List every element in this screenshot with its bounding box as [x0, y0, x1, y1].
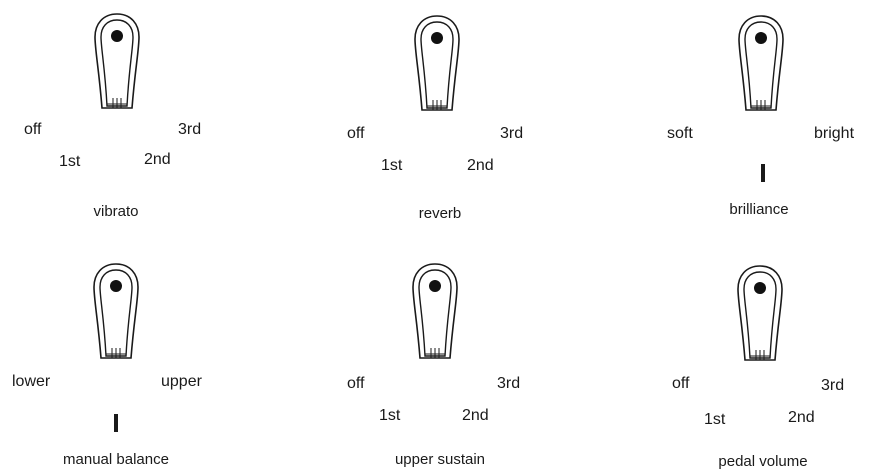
vibrato-control: off 3rd 1st 2nd vibrato [24, 12, 201, 219]
position-3rd-label: 3rd [497, 375, 521, 392]
reverb-knob[interactable] [413, 14, 461, 112]
pedal-volume-knob[interactable] [736, 264, 784, 362]
control-name-label: manual balance [63, 451, 169, 468]
position-off-label: off [347, 125, 365, 142]
position-left-label: lower [12, 373, 51, 390]
position-1st-label: 1st [704, 411, 726, 428]
position-right-label: bright [814, 125, 855, 142]
control-name-label: pedal volume [718, 453, 808, 470]
rocker-tab-icon [738, 15, 784, 111]
position-2nd-label: 2nd [788, 409, 815, 426]
position-left-label: soft [667, 125, 693, 142]
control-name-label: brilliance [729, 201, 789, 218]
control-name-label: vibrato [93, 203, 139, 220]
pedal-volume-control: off 3rd 1st 2nd pedal volume [672, 264, 844, 469]
manual-balance-control: lower upper manual balance [12, 262, 202, 467]
upper-sustain-control: off 3rd 1st 2nd upper sustain [347, 262, 520, 467]
rocker-tab-icon [94, 13, 140, 109]
vibrato-knob[interactable] [93, 12, 141, 110]
upper-sustain-knob[interactable] [411, 262, 459, 360]
position-3rd-label: 3rd [500, 125, 524, 142]
position-2nd-label: 2nd [462, 407, 489, 424]
position-off-label: off [347, 375, 365, 392]
position-1st-label: 1st [379, 407, 401, 424]
brilliance-knob[interactable] [737, 14, 785, 112]
position-3rd-label: 3rd [178, 121, 202, 138]
position-2nd-label: 2nd [144, 151, 171, 168]
position-right-label: upper [161, 373, 202, 390]
center-detent-mark [114, 414, 118, 432]
control-name-label: reverb [418, 205, 462, 222]
center-detent-mark [761, 164, 765, 182]
rocker-tab-icon [412, 263, 458, 359]
position-2nd-label: 2nd [467, 157, 494, 174]
rocker-tab-icon [414, 15, 460, 111]
brilliance-control: soft bright brilliance [667, 14, 854, 217]
position-1st-label: 1st [381, 157, 403, 174]
rocker-tab-icon [93, 263, 139, 359]
position-3rd-label: 3rd [821, 377, 845, 394]
control-name-label: upper sustain [394, 451, 486, 468]
manual-balance-knob[interactable] [92, 262, 140, 360]
position-1st-label: 1st [59, 153, 81, 170]
reverb-control: off 3rd 1st 2nd reverb [347, 14, 523, 221]
position-off-label: off [672, 375, 690, 392]
position-off-label: off [24, 121, 42, 138]
rocker-tab-icon [737, 265, 783, 361]
